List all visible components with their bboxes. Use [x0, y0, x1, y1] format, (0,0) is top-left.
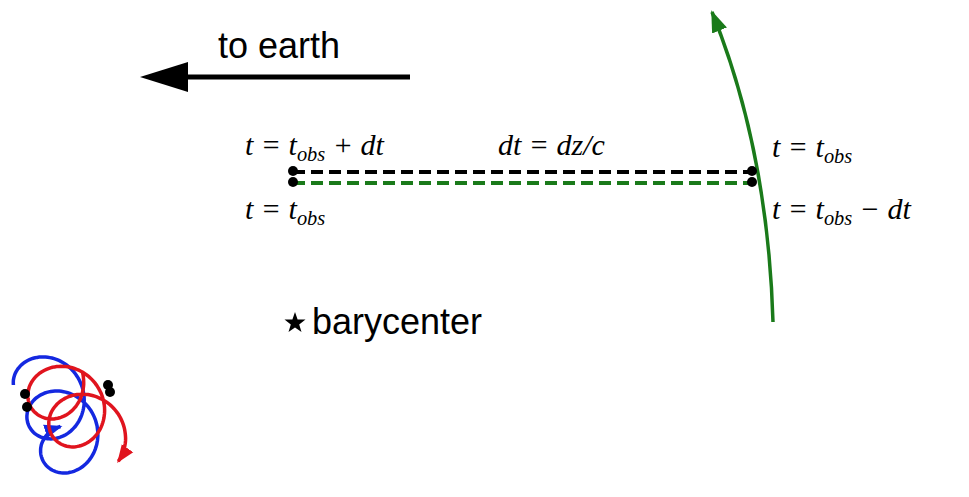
event-dot [288, 177, 298, 187]
direction-label: to earth [218, 28, 340, 64]
event-dot [105, 387, 115, 397]
event-dot [20, 389, 30, 399]
barycenter-label: barycenter [312, 304, 482, 340]
time-label: t = tobs − dt [772, 194, 911, 224]
light-path-green [293, 181, 752, 185]
event-dot [22, 402, 32, 412]
interval-label: dt = dz/c [498, 130, 605, 160]
event-dot [288, 166, 298, 176]
event-dot [747, 177, 757, 187]
earth-arrow-head [140, 62, 188, 92]
time-label: t = tobs [245, 194, 325, 224]
pulsar-orbit-arc [712, 12, 773, 322]
time-label: t = tobs [772, 132, 852, 162]
event-dot [747, 166, 757, 176]
light-path-black [293, 170, 752, 174]
barycenter-star [285, 312, 306, 332]
time-label: t = tobs + dt [245, 130, 384, 160]
earth-arrow-shaft [185, 75, 410, 80]
red-orbit-spiral [28, 366, 126, 461]
